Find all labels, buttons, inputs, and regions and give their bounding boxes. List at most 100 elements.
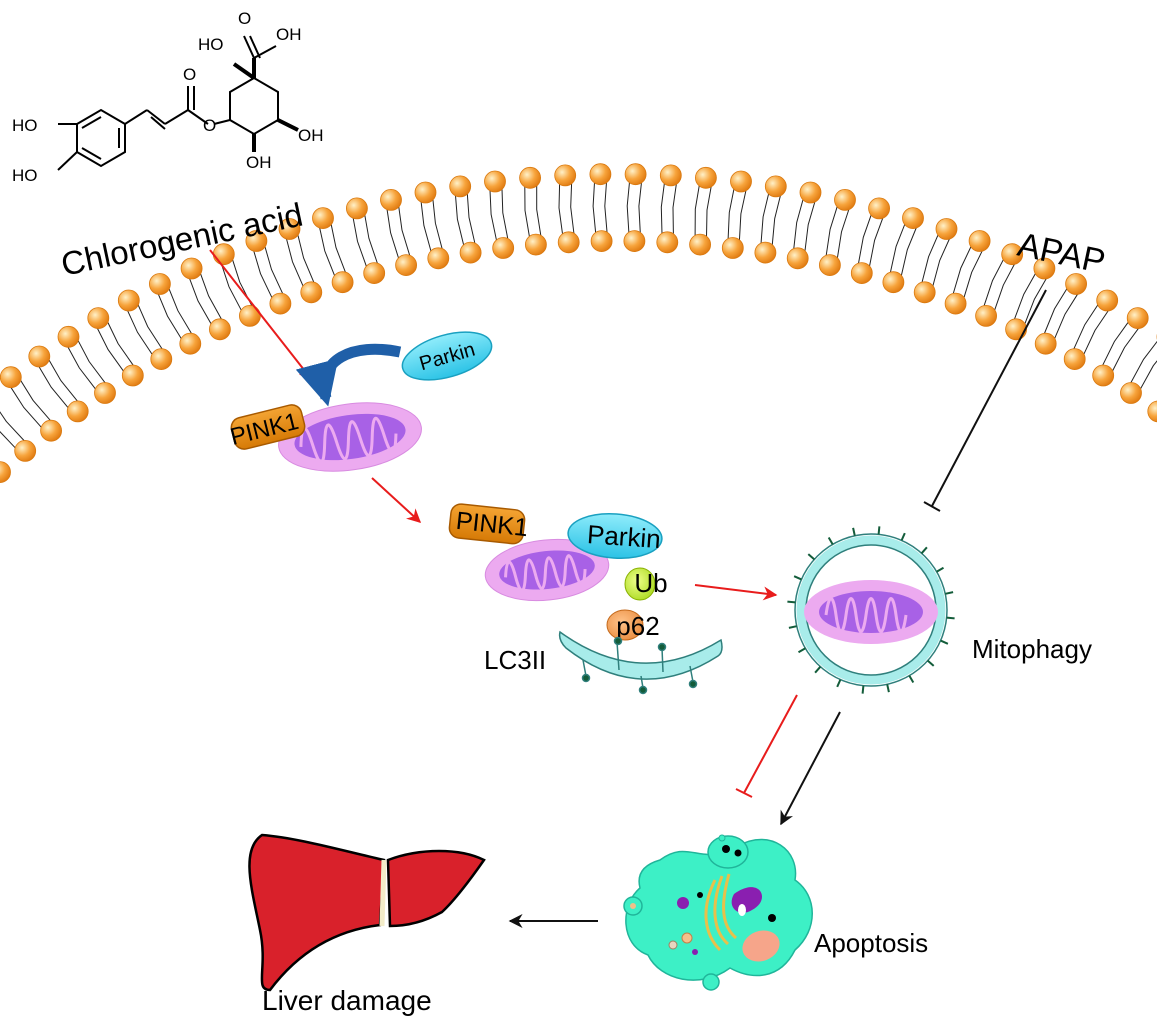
lipid-tail xyxy=(220,263,243,312)
autophagosome-spike xyxy=(877,526,881,535)
lipid-head-inner xyxy=(1092,364,1115,387)
lipid-head-inner xyxy=(94,382,116,404)
lc3ii-membrane: LC3II xyxy=(484,630,723,695)
atom-oh-acid: OH xyxy=(276,25,302,44)
lipid-head-inner xyxy=(14,439,37,462)
atom-ho-top: HO xyxy=(198,35,224,54)
lipid-head-inner xyxy=(459,241,482,264)
atom-o-carbonyl: O xyxy=(183,65,196,84)
lipid-tail xyxy=(455,195,465,246)
chlorogenic-acid-atoms: HO OH O OH OH O O HO HO xyxy=(12,9,324,185)
cell-membrane-bilayer xyxy=(0,163,1157,483)
autophagosome-spike xyxy=(936,566,945,573)
lipid-head-outer xyxy=(117,289,140,312)
lipid-head-inner xyxy=(913,281,936,304)
autophagosome-spike xyxy=(788,625,797,629)
lipid-tail xyxy=(889,223,906,274)
lipid-head-inner xyxy=(944,292,967,315)
lipid-tail xyxy=(592,182,597,234)
lipid-tail xyxy=(168,288,193,335)
lipid-head-inner xyxy=(1147,400,1157,423)
parkin-middle: Parkin xyxy=(567,513,663,559)
lipid-tail xyxy=(900,227,917,277)
lipid-tail xyxy=(857,214,872,264)
lipid-head-inner xyxy=(1034,332,1057,355)
lipid-head-outer xyxy=(87,307,110,330)
mitochondrion-top xyxy=(278,402,422,472)
lipid-tail xyxy=(386,208,400,259)
lipid-tail xyxy=(727,188,735,240)
lipid-tail xyxy=(0,431,17,449)
lipid-head-inner xyxy=(238,304,261,327)
lipid-head-inner xyxy=(882,271,905,294)
autophagosome-spike xyxy=(836,679,842,688)
lipid-head-inner xyxy=(395,254,418,277)
lipid-tail xyxy=(189,278,212,325)
lipid-head-outer xyxy=(589,163,612,186)
lipid-head-inner xyxy=(850,262,873,285)
lipid-head-inner xyxy=(492,237,515,259)
atom-o-ester: O xyxy=(203,116,216,135)
arrow-mitophagy-to-apoptosis xyxy=(780,711,841,826)
lipid-tail xyxy=(330,223,347,274)
lipid-tail xyxy=(570,183,575,235)
p62-label: p62 xyxy=(616,611,659,641)
lipid-head-outer xyxy=(935,218,958,240)
lipid-tail xyxy=(398,206,411,257)
lipid-tail xyxy=(352,217,368,268)
lipid-head-outer xyxy=(312,207,334,230)
autophagosome-spike xyxy=(927,659,935,667)
lipid-head-inner xyxy=(66,400,89,423)
lipid-head-inner xyxy=(525,233,547,256)
lipid-tail xyxy=(1101,321,1129,367)
lipid-head-outer xyxy=(799,181,822,204)
autophagosome-spike xyxy=(908,675,915,684)
autophagosome-spike xyxy=(886,684,890,693)
lipid-tail xyxy=(1043,288,1068,335)
lipid-tail xyxy=(558,183,564,235)
autophagosome-spike xyxy=(861,685,865,694)
lipid-tail xyxy=(489,190,498,241)
lipid-head-outer xyxy=(345,197,368,220)
lipid-tail xyxy=(706,186,712,238)
autophagosome-spike xyxy=(807,553,815,561)
autophagosome-spike xyxy=(793,575,802,581)
lipid-head-outer xyxy=(624,163,647,186)
autophagosome-spike xyxy=(827,536,834,545)
lipid-tail xyxy=(96,327,125,372)
parkin-middle-label: Parkin xyxy=(586,519,662,554)
lipid-tail xyxy=(836,208,850,259)
lipid-head-inner xyxy=(590,230,613,253)
lipid-tail xyxy=(993,263,1016,311)
lipid-tail xyxy=(536,185,542,237)
lipid-tail xyxy=(137,304,163,350)
lipid-tail xyxy=(638,182,642,234)
autophagosome-spike xyxy=(920,546,928,554)
lipid-head-outer xyxy=(57,325,80,348)
lipid-head-outer xyxy=(764,175,787,198)
lipid-tail xyxy=(199,273,223,320)
lipid-head-outer xyxy=(554,164,577,187)
lipid-tail xyxy=(67,346,97,390)
lipid-tail xyxy=(760,193,770,244)
lipid-tail xyxy=(963,250,983,299)
autophagosome-spike xyxy=(797,647,806,654)
liver-damage-label: Liver damage xyxy=(262,985,432,1016)
lipid-head-outer xyxy=(659,164,682,187)
lipid-tail xyxy=(264,246,284,295)
lipid-tail xyxy=(921,234,939,284)
lipid-head-outer xyxy=(968,230,991,252)
lipid-tail xyxy=(983,258,1005,307)
autophagosome-spike xyxy=(900,532,906,541)
lipid-tail xyxy=(694,185,700,237)
lipid-head-inner xyxy=(1063,348,1086,371)
lipid-tail xyxy=(157,293,183,340)
lipid-tail xyxy=(825,206,838,257)
apoptosis-label: Apoptosis xyxy=(814,928,928,958)
lipid-head-inner xyxy=(269,292,292,315)
lipid-head-inner xyxy=(786,247,809,270)
pink1-middle: PINK1 xyxy=(448,503,529,545)
lipid-tail xyxy=(466,193,476,244)
lipid-tail xyxy=(1024,278,1047,325)
